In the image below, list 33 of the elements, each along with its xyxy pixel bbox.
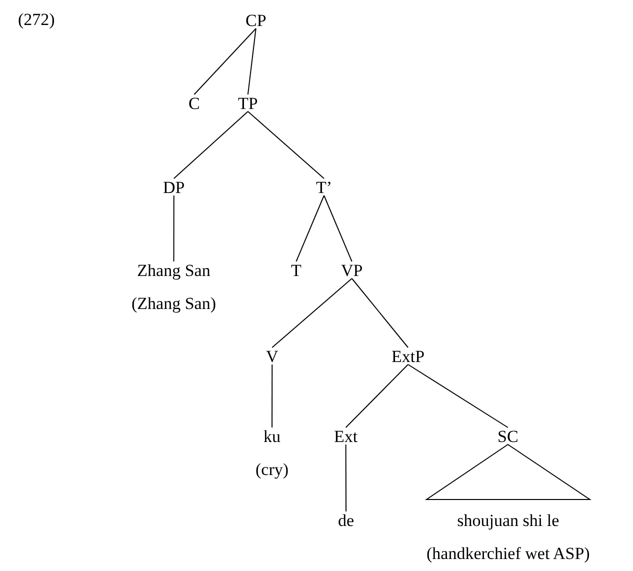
tree-label: ExtP (392, 346, 425, 368)
gloss-text: (Zhang San) (132, 292, 216, 315)
branch-line (247, 111, 325, 179)
branch-line (173, 111, 248, 179)
tree-label: VP (341, 260, 363, 282)
branch-line (324, 195, 352, 262)
tree-label: ku (262, 426, 282, 448)
example-number: (272) (18, 10, 55, 30)
tree-label: TP (238, 92, 258, 114)
gloss-text: (cry) (256, 458, 289, 481)
branch-line (194, 28, 256, 95)
branch-line (345, 444, 347, 512)
tree-label: shoujuan shi le (456, 510, 560, 532)
branch-line (272, 278, 352, 348)
branch-line (272, 364, 273, 428)
branch-line (408, 364, 508, 428)
tree-label: de (338, 510, 354, 532)
branch-line (351, 278, 409, 348)
gloss-text: (handkerchief wet ASP) (426, 542, 590, 564)
triangle-connector (424, 444, 592, 500)
tree-label: CP (246, 10, 266, 32)
branch-line (247, 28, 256, 95)
tree-label: V (266, 346, 278, 368)
branch-line (345, 364, 409, 428)
tree-label: T’ (316, 176, 332, 198)
tree-label: C (188, 92, 200, 114)
tree-label: Zhang San (136, 260, 212, 282)
tree-label: SC (498, 426, 518, 448)
tree-label: T (291, 260, 302, 282)
tree-label: Ext (334, 426, 358, 448)
tree-label: DP (163, 176, 185, 198)
branch-line (173, 195, 174, 262)
branch-line (296, 195, 325, 262)
